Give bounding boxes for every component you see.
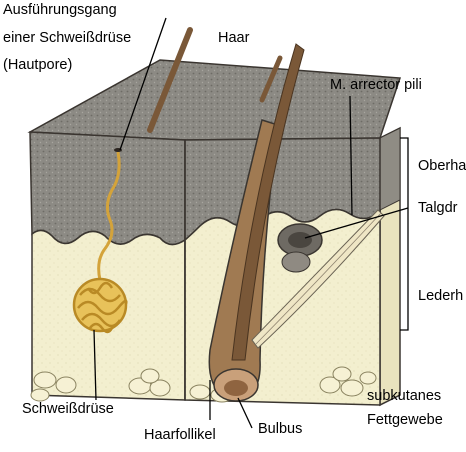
sweat-gland-coil (74, 279, 126, 332)
label-bulbus: Bulbus (258, 421, 302, 438)
epidermis-front (30, 132, 185, 245)
label-sweat-duct-line2: einer Schweißdrüse (3, 30, 131, 47)
label-dermis: Lederh (418, 288, 463, 305)
skin-surface-top (30, 60, 400, 140)
label-sweat-duct-line3: (Hautpore) (3, 57, 72, 74)
label-subcutis-line2: Fettgewebe (367, 412, 443, 429)
label-epidermis: Oberha (418, 158, 466, 175)
label-subcutis-line1: subkutanes (367, 388, 441, 405)
block-right-face (380, 128, 400, 405)
label-sebaceous-gland: Talgdr (418, 200, 458, 217)
label-sweat-duct-line1: Ausführungsgang (3, 2, 117, 19)
label-hair: Haar (218, 30, 249, 47)
label-hair-follicle: Haarfollikel (144, 427, 216, 444)
label-arrector-pili: M. arrector pili (330, 77, 422, 94)
label-sweat-gland: Schweißdrüse (22, 401, 114, 418)
